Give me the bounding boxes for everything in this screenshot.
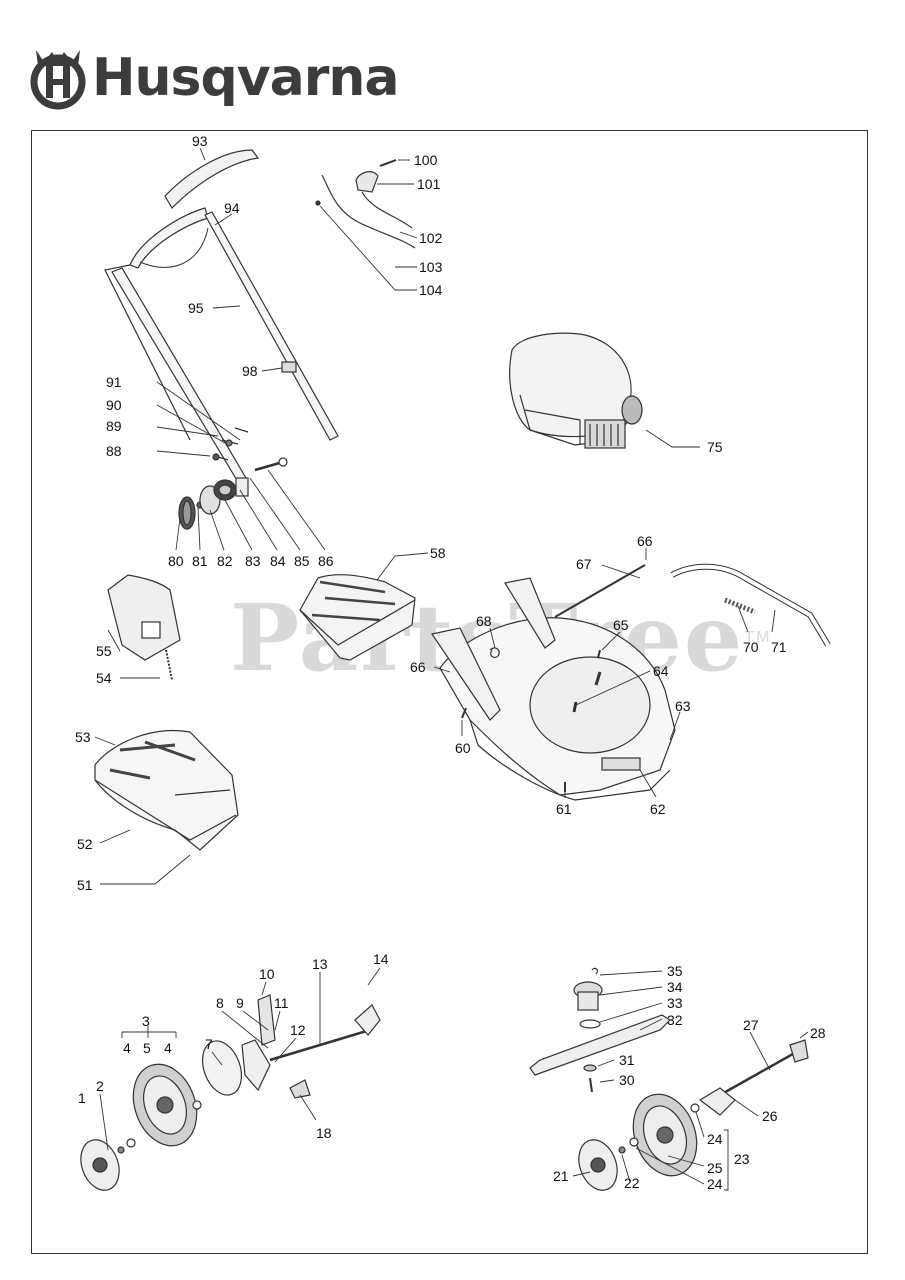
callout-93: 93 — [192, 133, 208, 149]
callout-23: 23 — [734, 1151, 750, 1167]
callout-88: 88 — [106, 443, 122, 459]
blade-assembly — [529, 967, 671, 1093]
callout-98: 98 — [242, 363, 258, 379]
callout-28: 28 — [810, 1025, 826, 1041]
callout-10: 10 — [259, 966, 275, 982]
throttle-cable — [315, 159, 416, 249]
callout-63: 63 — [675, 698, 691, 714]
callout-3: 3 — [142, 1013, 150, 1029]
callout-83: 83 — [245, 553, 261, 569]
callout-82: 82 — [217, 553, 233, 569]
callout-58: 58 — [430, 545, 446, 561]
callout-84: 84 — [270, 553, 286, 569]
callout-24: 24 — [707, 1131, 723, 1147]
callout-101: 101 — [417, 176, 441, 192]
callout-80: 80 — [168, 553, 184, 569]
callout-55: 55 — [96, 643, 112, 659]
diagram-frame — [31, 130, 868, 1254]
callout-91: 91 — [106, 374, 122, 390]
callout-21: 21 — [553, 1168, 569, 1184]
mulch-plug — [107, 574, 181, 681]
callout-31: 31 — [619, 1052, 635, 1068]
callout-89: 89 — [106, 418, 122, 434]
callout-104: 104 — [419, 282, 443, 298]
height-adjuster-parts — [178, 457, 288, 530]
engine — [509, 332, 643, 449]
callout-24: 24 — [707, 1176, 723, 1192]
callout-9: 9 — [236, 995, 244, 1011]
crown-emblem-icon — [30, 50, 86, 110]
callout-14: 14 — [373, 951, 389, 967]
callout-64: 64 — [653, 663, 669, 679]
leader-lines — [94, 147, 809, 1191]
callout-54: 54 — [96, 670, 112, 686]
callout-22: 22 — [624, 1175, 640, 1191]
callout-13: 13 — [312, 956, 328, 972]
brand-wordmark: Husqvarna — [92, 48, 399, 108]
callout-1: 1 — [78, 1090, 86, 1106]
callout-67: 67 — [576, 556, 592, 572]
callout-62: 62 — [650, 801, 666, 817]
callout-81: 81 — [192, 553, 208, 569]
callout-70: 70 — [743, 639, 759, 655]
callout-66: 66 — [637, 533, 653, 549]
callout-86: 86 — [318, 553, 334, 569]
callout-90: 90 — [106, 397, 122, 413]
grass-catcher — [94, 730, 239, 851]
handle-assembly — [104, 149, 339, 483]
callout-32: 32 — [667, 1012, 683, 1028]
callout-100: 100 — [414, 152, 438, 168]
callout-68: 68 — [476, 613, 492, 629]
callout-2: 2 — [96, 1078, 104, 1094]
callout-34: 34 — [667, 979, 683, 995]
callout-33: 33 — [667, 995, 683, 1011]
callout-12: 12 — [290, 1022, 306, 1038]
callout-66: 66 — [410, 659, 426, 675]
rear-axle — [670, 563, 831, 647]
callout-27: 27 — [743, 1017, 759, 1033]
callout-60: 60 — [455, 740, 471, 756]
side-discharge — [299, 574, 416, 661]
callout-95: 95 — [188, 300, 204, 316]
callout-5: 5 — [143, 1040, 151, 1056]
callout-35: 35 — [667, 963, 683, 979]
mower-deck — [431, 564, 676, 801]
callout-18: 18 — [316, 1125, 332, 1141]
callout-30: 30 — [619, 1072, 635, 1088]
callout-103: 103 — [419, 259, 443, 275]
callout-71: 71 — [771, 639, 787, 655]
callout-52: 52 — [77, 836, 93, 852]
watermark-tm: TM — [744, 629, 772, 646]
callout-7: 7 — [205, 1036, 213, 1052]
callout-85: 85 — [294, 553, 310, 569]
callout-94: 94 — [224, 200, 240, 216]
callout-26: 26 — [762, 1108, 778, 1124]
callout-75: 75 — [707, 439, 723, 455]
callout-4: 4 — [164, 1040, 172, 1056]
callout-53: 53 — [75, 729, 91, 745]
callout-102: 102 — [419, 230, 443, 246]
callout-25: 25 — [707, 1160, 723, 1176]
callout-8: 8 — [216, 995, 224, 1011]
callout-11: 11 — [274, 995, 289, 1011]
husqvarna-logo: Husqvarna — [30, 44, 399, 116]
front-wheel-assembly — [80, 994, 381, 1191]
callout-4: 4 — [123, 1040, 131, 1056]
callout-61: 61 — [556, 801, 572, 817]
callout-65: 65 — [613, 617, 629, 633]
callout-51: 51 — [77, 877, 93, 893]
